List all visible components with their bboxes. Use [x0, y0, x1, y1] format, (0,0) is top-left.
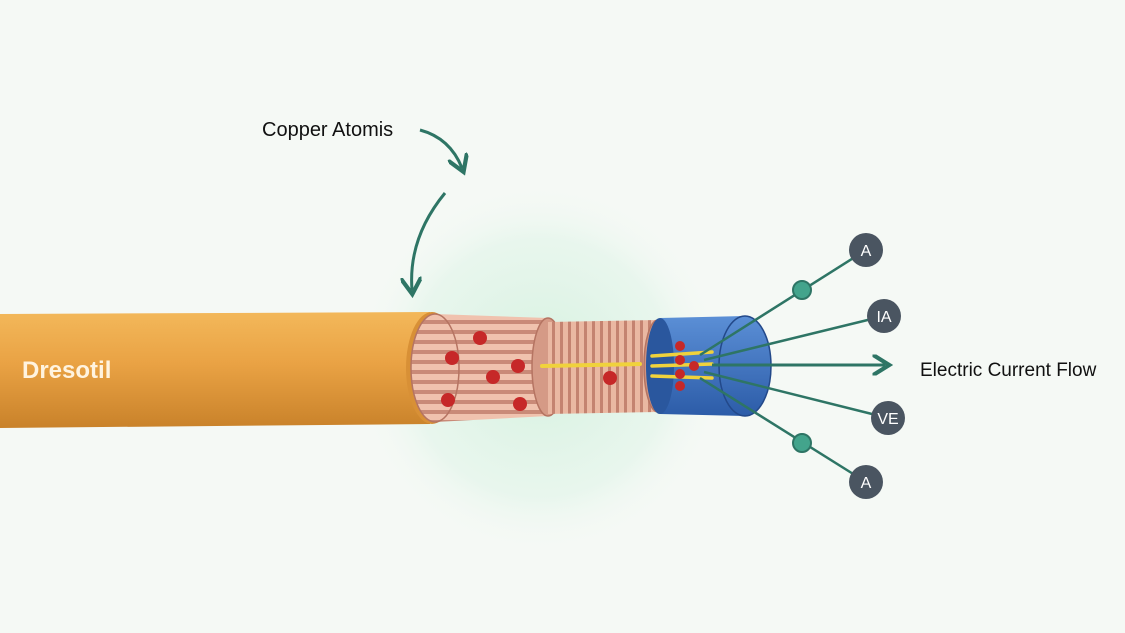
copper-layer-outer: [410, 313, 565, 423]
node-1: A: [849, 233, 883, 267]
copper-atoms-label: Copper Atomis: [262, 119, 393, 141]
atom: [473, 331, 487, 345]
bead: [792, 280, 812, 300]
node-2: IA: [867, 299, 901, 333]
copper-atoms: [441, 331, 617, 411]
node-1-label: A: [861, 243, 872, 260]
curved-arrow-icon: [412, 192, 447, 290]
atom: [441, 393, 455, 407]
atom: [511, 359, 525, 373]
node-4: A: [849, 465, 883, 499]
fanout-lines: [699, 248, 889, 484]
bead: [792, 433, 812, 453]
cable-name-label: Dresotil: [22, 357, 111, 384]
atom: [486, 370, 500, 384]
current-flow-label: Electric Current Flow: [920, 360, 1097, 381]
node-4-label: A: [861, 475, 872, 492]
atom: [445, 351, 459, 365]
atom: [513, 397, 527, 411]
conductor-strand: [540, 362, 642, 368]
atom: [603, 371, 617, 385]
node-2-label: IA: [876, 309, 891, 326]
node-3: VE: [871, 401, 905, 435]
node-3-label: VE: [877, 411, 898, 428]
curved-arrow-icon: [419, 128, 462, 168]
